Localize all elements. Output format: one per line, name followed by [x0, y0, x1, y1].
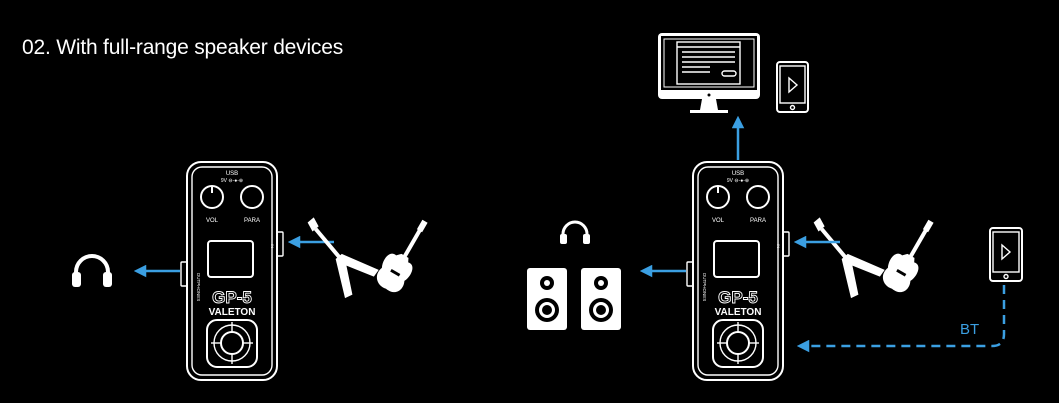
flying-v-guitar-icon	[813, 217, 885, 299]
power-label: 9V ⊖-●-⊕	[727, 178, 749, 184]
electric-guitar-icon	[376, 219, 428, 293]
phone-icon	[989, 227, 1023, 282]
section-title: 02. With full-range speaker devices	[22, 36, 343, 59]
para-label: PARA	[244, 218, 260, 224]
outphones-label: OUTPHONES	[196, 273, 201, 302]
model-logo: GP-5	[718, 288, 758, 307]
usb-label: USB	[732, 171, 744, 177]
brand-logo: VALETON	[209, 307, 256, 318]
footswitch[interactable]	[206, 319, 258, 368]
output-jack	[180, 261, 188, 287]
vol-knob[interactable]	[200, 185, 224, 209]
footswitch[interactable]	[712, 319, 764, 368]
tablet-icon	[776, 61, 809, 113]
gp5-pedal: USB 9V ⊖-●-⊕ VOL PARA IN OUTPHONES GP-5 …	[686, 161, 790, 381]
vol-label: VOL	[712, 218, 725, 224]
speaker-right-icon	[581, 268, 621, 330]
in-label: IN	[270, 244, 275, 248]
brand-logo: VALETON	[715, 307, 762, 318]
flying-v-guitar-icon	[307, 217, 379, 299]
display-screen	[207, 240, 254, 278]
electric-guitar-icon	[882, 219, 934, 293]
usb-label: USB	[226, 171, 238, 177]
speaker-left-icon	[527, 268, 567, 330]
input-jack	[782, 231, 790, 257]
computer-monitor-icon	[658, 33, 760, 113]
model-logo: GP-5	[212, 288, 252, 307]
power-label: 9V ⊖-●-⊕	[221, 178, 243, 184]
in-label: IN	[776, 244, 781, 248]
outphones-label: OUTPHONES	[702, 273, 707, 302]
gp5-pedal: USB 9V ⊖-●-⊕ VOL PARA IN OUTPHONES GP-5 …	[180, 161, 284, 381]
para-label: PARA	[750, 218, 766, 224]
bt-label: BT	[960, 321, 979, 338]
vol-label: VOL	[206, 218, 219, 224]
bluetooth-arrow	[796, 285, 1006, 353]
guitars-icon	[813, 217, 934, 299]
vol-knob[interactable]	[706, 185, 730, 209]
output-jack	[686, 261, 694, 287]
para-knob[interactable]	[240, 185, 264, 209]
headphones-icon	[560, 220, 590, 244]
guitars-icon	[307, 217, 428, 299]
headphones-icon	[72, 254, 112, 287]
input-jack	[276, 231, 284, 257]
display-screen	[713, 240, 760, 278]
para-knob[interactable]	[746, 185, 770, 209]
